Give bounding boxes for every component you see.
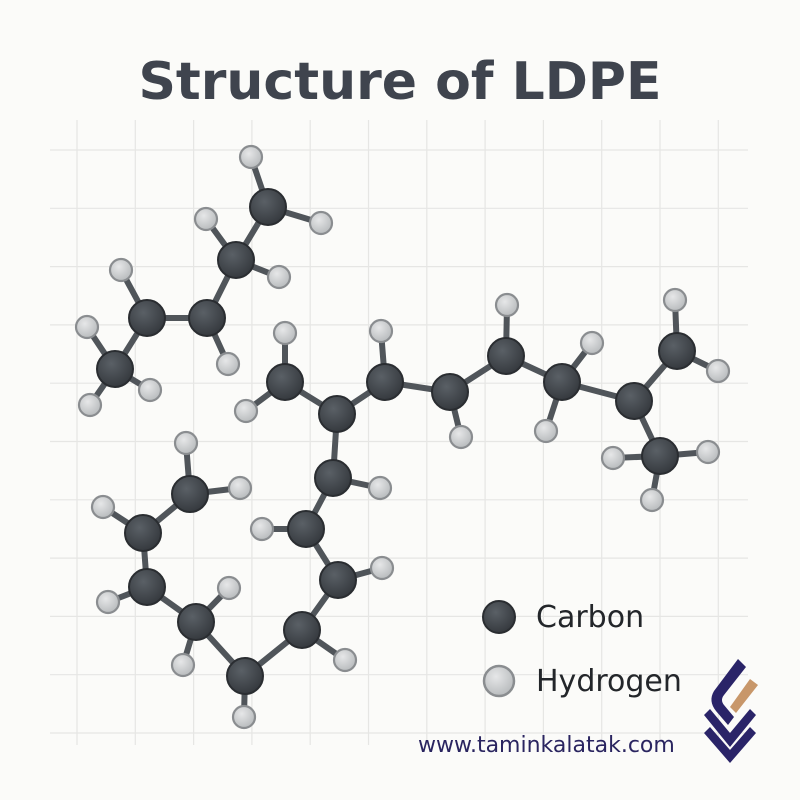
hydrogen-atom <box>74 314 100 340</box>
legend-item-hydrogen: Hydrogen <box>480 662 682 700</box>
hydrogen-atom <box>662 287 688 313</box>
legend-item-carbon: Carbon <box>480 598 644 636</box>
hydrogen-atom <box>193 206 219 232</box>
background-grid <box>50 120 748 745</box>
hydrogen-atom <box>249 516 275 542</box>
hydrogen-atom <box>137 377 163 403</box>
carbon-atom <box>226 657 264 695</box>
carbon-atom <box>287 510 325 548</box>
hydrogen-atom <box>90 494 116 520</box>
hydrogen-atom <box>238 144 264 170</box>
hydrogen-atom <box>233 398 259 424</box>
carbon-atom <box>249 188 287 226</box>
hydrogen-atom <box>170 652 196 678</box>
hydrogen-atom <box>266 264 292 290</box>
legend-label-hydrogen: Hydrogen <box>536 663 682 699</box>
website-url[interactable]: www.taminkalatak.com <box>418 733 675 758</box>
hydrogen-atom <box>533 418 559 444</box>
carbon-atom <box>318 395 356 433</box>
hydrogen-atom <box>695 439 721 465</box>
hydrogen-atom <box>448 424 474 450</box>
carbon-atom <box>314 459 352 497</box>
atoms-layer <box>74 144 731 730</box>
hydrogen-atom <box>77 392 103 418</box>
carbon-atom <box>615 382 653 420</box>
carbon-atom <box>128 568 166 606</box>
carbon-atom <box>658 332 696 370</box>
hydrogen-atom <box>367 475 393 501</box>
hydrogen-atom <box>108 257 134 283</box>
company-logo-icon <box>704 659 758 763</box>
carbon-atom <box>543 363 581 401</box>
carbon-atom <box>487 337 525 375</box>
hydrogen-atom <box>600 445 626 471</box>
carbon-atom <box>188 299 226 337</box>
hydrogen-atom <box>579 330 605 356</box>
legend-label-carbon: Carbon <box>536 599 645 635</box>
hydrogen-atom <box>639 487 665 513</box>
carbon-atom <box>177 603 215 641</box>
hydrogen-atom <box>494 292 520 318</box>
hydrogen-atom <box>308 210 334 236</box>
carbon-atom <box>96 350 134 388</box>
carbon-atom <box>171 475 209 513</box>
carbon-atom <box>319 561 357 599</box>
carbon-atom <box>266 363 304 401</box>
hydrogen-atom <box>332 647 358 673</box>
carbon-atom <box>431 373 469 411</box>
carbon-atom <box>128 299 166 337</box>
carbon-atom <box>366 363 404 401</box>
carbon-atom-icon <box>482 600 516 634</box>
carbon-atom <box>283 611 321 649</box>
hydrogen-atom <box>705 358 731 384</box>
hydrogen-atom <box>173 430 199 456</box>
hydrogen-atom <box>216 575 242 601</box>
hydrogen-atom <box>368 318 394 344</box>
carbon-atom <box>124 514 162 552</box>
carbon-atom <box>217 241 255 279</box>
hydrogen-atom <box>227 475 253 501</box>
hydrogen-atom <box>369 555 395 581</box>
hydrogen-atom-icon <box>482 664 516 698</box>
carbon-atom <box>641 437 679 475</box>
hydrogen-atom <box>231 704 257 730</box>
hydrogen-atom <box>95 589 121 615</box>
page-title: Structure of LDPE <box>138 52 662 112</box>
hydrogen-atom <box>272 320 298 346</box>
hydrogen-atom <box>215 351 241 377</box>
